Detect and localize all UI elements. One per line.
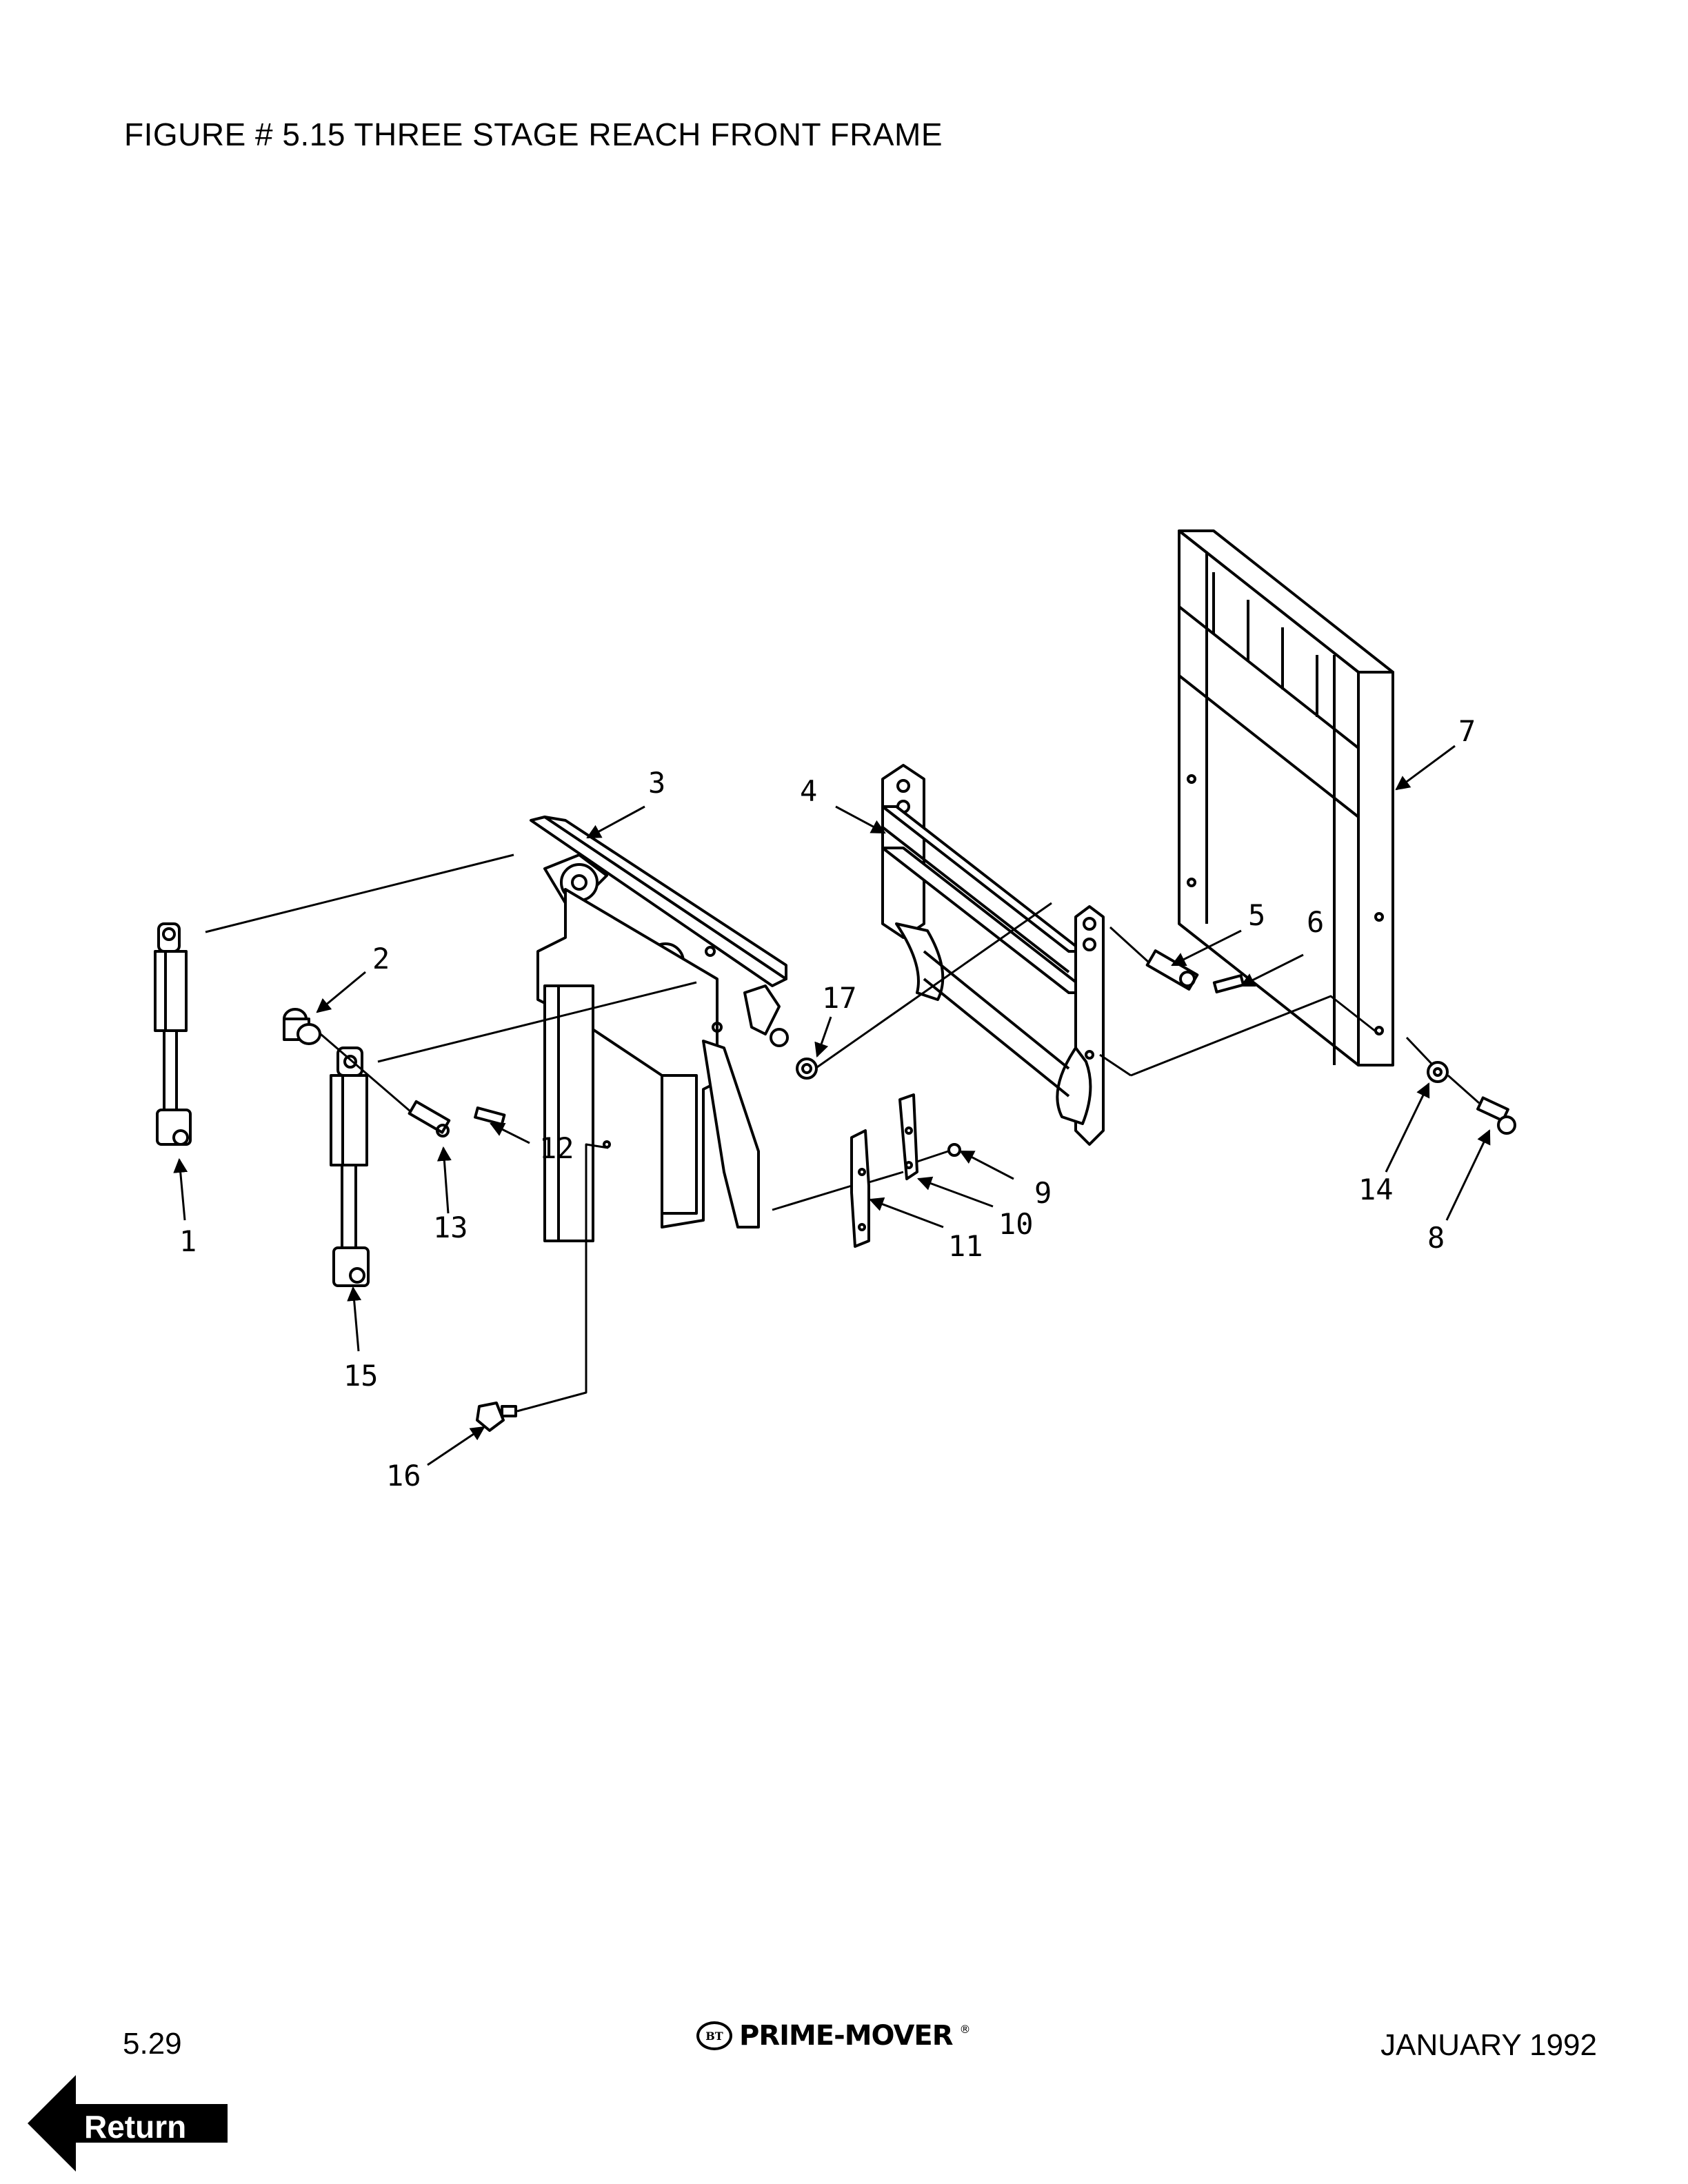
callout-4: 4: [800, 774, 817, 808]
bolt-part-8: [1476, 1096, 1516, 1135]
shim-part-10: [898, 1093, 918, 1180]
callout-8: 8: [1427, 1221, 1445, 1255]
callout-9: 9: [1034, 1176, 1052, 1210]
figure-title: FIGURE # 5.15 THREE STAGE REACH FRONT FR…: [124, 117, 943, 152]
callout-13: 13: [433, 1211, 468, 1244]
tilt-cylinder-part-1: [154, 922, 192, 1146]
callout-11: 11: [948, 1229, 983, 1263]
washer-part-14: [1427, 1061, 1449, 1083]
callout-3: 3: [648, 766, 665, 800]
assembly-lines: [205, 853, 1480, 1413]
callout-12: 12: [539, 1131, 574, 1165]
arrow-left-icon: [28, 2075, 228, 2172]
callout-17: 17: [822, 981, 857, 1015]
screw-part-9: [947, 1143, 961, 1157]
page-number: 5.29: [123, 2027, 182, 2061]
callout-5: 5: [1248, 898, 1265, 932]
callout-15: 15: [343, 1359, 379, 1393]
registered-mark: ®: [959, 2023, 971, 2036]
fitting-part-16: [476, 1402, 517, 1432]
callout-1: 1: [179, 1224, 197, 1258]
shim-part-11: [850, 1129, 870, 1248]
carriage-part-4: [881, 764, 1105, 1146]
pin-part-6: [1212, 974, 1245, 993]
return-label: Return: [84, 2109, 187, 2145]
pin-part-13: [408, 1100, 451, 1138]
brand-name: PRIME-MOVER: [739, 2020, 954, 2052]
callout-6: 6: [1307, 905, 1324, 939]
return-button[interactable]: Return: [28, 2075, 234, 2172]
mast-frame-part-7: [1178, 529, 1394, 1066]
tilt-cylinder-part-15: [330, 1046, 370, 1287]
callout-arrows: [173, 745, 1491, 1466]
spacer-part-2: [283, 1008, 321, 1045]
brand-logo: BT PRIME-MOVER ®: [696, 2020, 971, 2052]
callout-7: 7: [1458, 714, 1476, 748]
bt-logo-icon: BT: [696, 2021, 732, 2050]
front-frame-part-3: [530, 816, 789, 1242]
callout-14: 14: [1358, 1173, 1394, 1206]
callout-16: 16: [386, 1459, 421, 1493]
washer-part-17: [796, 1058, 818, 1080]
publication-date: JANUARY 1992: [1380, 2028, 1597, 2062]
callout-10: 10: [998, 1207, 1034, 1241]
callout-2: 2: [372, 942, 390, 975]
pin-part-12: [474, 1106, 506, 1126]
